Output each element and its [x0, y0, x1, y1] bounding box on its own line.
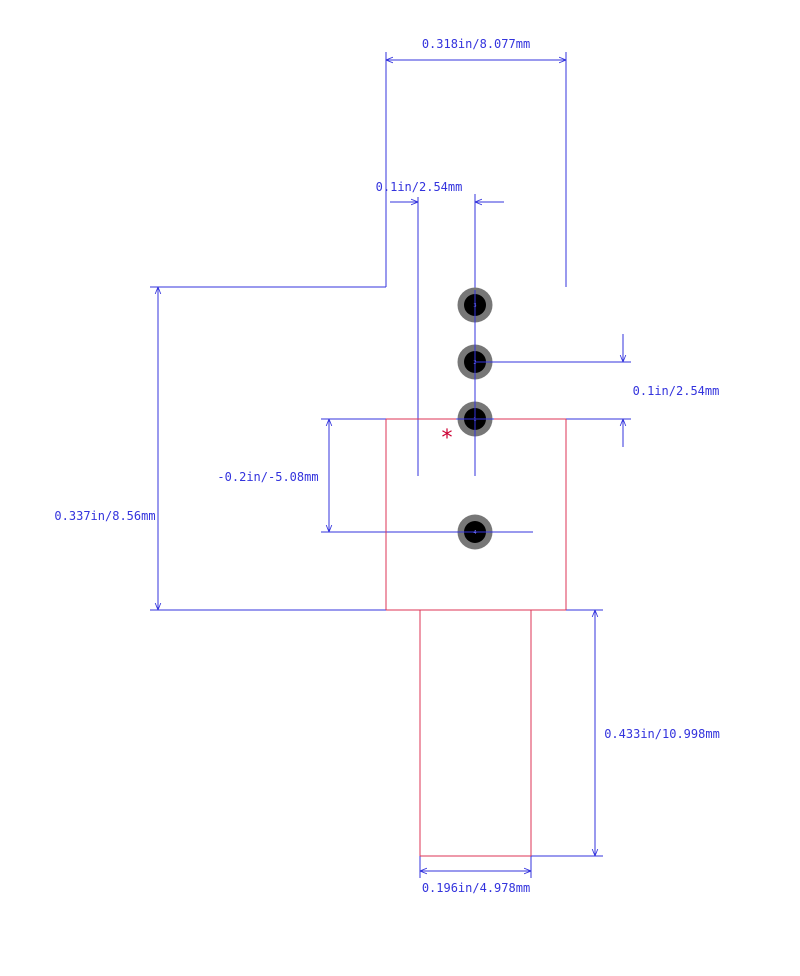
dimension-label-pitch-vertical: 0.1in/2.54mm — [633, 384, 720, 398]
pin-number: 4 — [473, 530, 476, 536]
dimension-label-body-height: 0.337in/8.56mm — [54, 509, 155, 523]
dimension-label-top-width: 0.318in/8.077mm — [422, 37, 530, 51]
pad-center-lines — [456, 290, 494, 533]
pin1-marker: * — [442, 426, 453, 451]
dimension-label-tab-length: 0.433in/10.998mm — [604, 727, 720, 741]
dimension-label-offset: -0.2in/-5.08mm — [217, 470, 318, 484]
dimension-label-pitch-horizontal: 0.1in/2.54mm — [376, 180, 463, 194]
dimension-lines — [150, 52, 631, 878]
component-outline — [385, 418, 567, 857]
dimension-label-tab-width: 0.196in/4.978mm — [422, 881, 530, 895]
